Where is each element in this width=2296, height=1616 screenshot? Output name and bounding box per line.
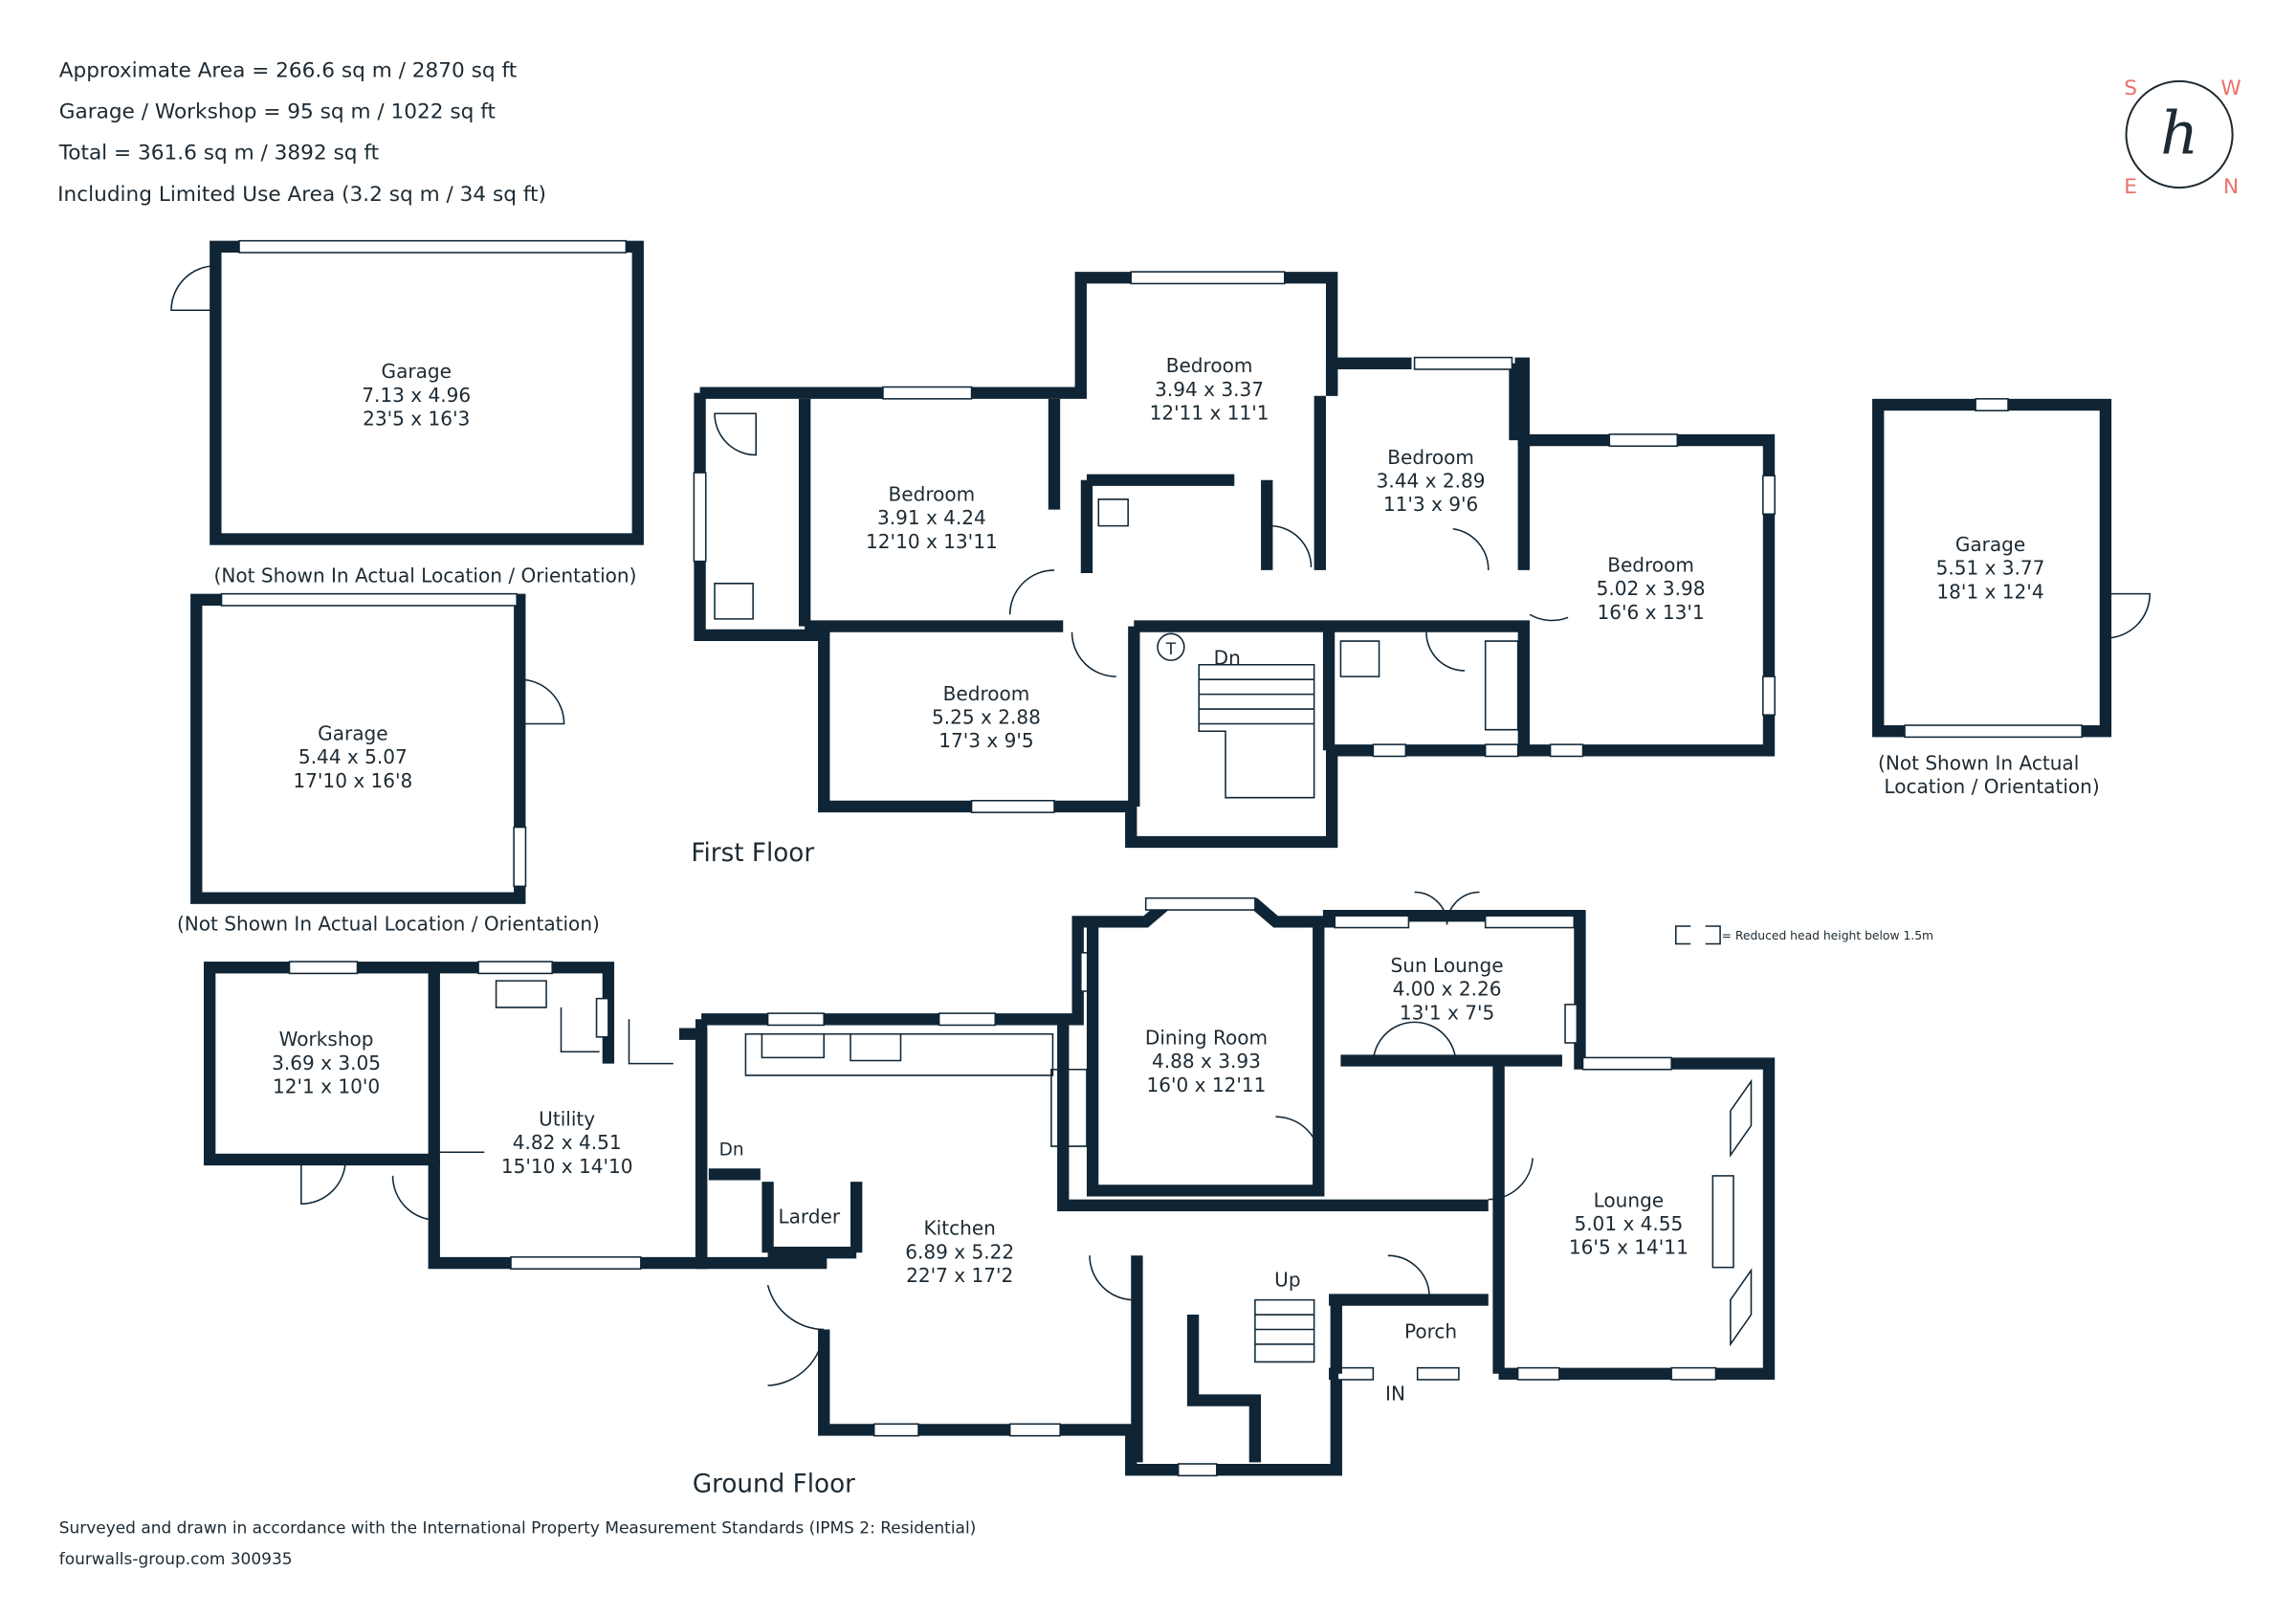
room-metric: 3.94 x 3.37 bbox=[1155, 378, 1264, 401]
room-metric: 5.02 x 3.98 bbox=[1597, 577, 1706, 600]
room-metric: 6.89 x 5.22 bbox=[905, 1240, 1014, 1263]
garage-2: Garage 5.44 x 5.07 17'10 x 16'8 (Not Sho… bbox=[177, 592, 600, 936]
larder-label: Larder bbox=[778, 1205, 840, 1228]
room-metric: 5.01 x 4.55 bbox=[1574, 1212, 1683, 1235]
room-name: Kitchen bbox=[924, 1217, 996, 1240]
area-line: Including Limited Use Area (3.2 sq m / 3… bbox=[57, 183, 546, 207]
outbuilding-workshop-utility: Workshop 3.69 x 3.05 12'1 x 10'0 Utility… bbox=[203, 961, 708, 1270]
room-imperial: 17'10 x 16'8 bbox=[293, 769, 412, 792]
room-metric: 5.44 x 5.07 bbox=[298, 745, 408, 768]
garage-3: Garage 5.51 x 3.77 18'1 x 12'4 (Not Show… bbox=[1872, 398, 2151, 798]
room-name: Garage bbox=[1955, 533, 2025, 556]
floor-title: Ground Floor bbox=[693, 1470, 855, 1498]
first-floor-plan: T Dn Bedroom 3.94 x 3.37 12'11 x 11'1 Be… bbox=[691, 271, 1776, 868]
garage-1: Garage 7.13 x 4.96 23'5 x 16'3 (Not Show… bbox=[170, 239, 644, 587]
room-name: Bedroom bbox=[889, 482, 976, 505]
area-line: Total = 361.6 sq m / 3892 sq ft bbox=[58, 142, 379, 166]
room-name: Dining Room bbox=[1145, 1027, 1268, 1050]
room-metric: 4.00 x 2.26 bbox=[1393, 978, 1502, 1001]
room-name: Garage bbox=[382, 360, 452, 383]
room-metric: 4.88 x 3.93 bbox=[1152, 1050, 1261, 1073]
compass-logo: h S W E N bbox=[2124, 77, 2241, 199]
ground-floor-plan: Dining Room 4.88 x 3.93 16'0 x 12'11 Sun… bbox=[693, 891, 1776, 1498]
tank-label: T bbox=[1165, 640, 1177, 659]
room-name: Garage bbox=[318, 721, 387, 744]
legend: = Reduced head height below 1.5m bbox=[1674, 925, 1933, 945]
location-note: (Not Shown In Actual Location / Orientat… bbox=[214, 564, 637, 587]
room-imperial: 17'3 x 9'5 bbox=[938, 729, 1033, 752]
room-metric: 4.82 x 4.51 bbox=[513, 1131, 622, 1154]
room-imperial: 13'1 x 7'5 bbox=[1400, 1001, 1494, 1024]
room-imperial: 16'6 x 13'1 bbox=[1597, 601, 1704, 624]
compass-e: E bbox=[2124, 175, 2137, 199]
location-note: Location / Orientation) bbox=[1884, 775, 2099, 798]
room-metric: 5.51 x 3.77 bbox=[1936, 557, 2045, 580]
floor-title: First Floor bbox=[691, 839, 814, 868]
standards-note: Surveyed and drawn in accordance with th… bbox=[59, 1519, 977, 1539]
room-imperial: 23'5 x 16'3 bbox=[363, 408, 470, 431]
room-metric: 5.25 x 2.88 bbox=[932, 705, 1041, 728]
room-name: Bedroom bbox=[1387, 446, 1474, 469]
logo-circle bbox=[2125, 79, 2234, 189]
room-metric: 7.13 x 4.96 bbox=[362, 384, 471, 407]
room-name: Sun Lounge bbox=[1391, 954, 1504, 977]
room-name: Bedroom bbox=[1166, 354, 1253, 377]
stairs-down-label: Dn bbox=[1214, 647, 1241, 670]
room-imperial: 15'10 x 14'10 bbox=[501, 1155, 633, 1178]
room-metric: 3.44 x 2.89 bbox=[1377, 469, 1486, 492]
reference: fourwalls-group.com 300935 bbox=[59, 1550, 293, 1569]
compass-s: S bbox=[2124, 77, 2137, 100]
room-metric: 3.69 x 3.05 bbox=[272, 1052, 381, 1074]
compass-n: N bbox=[2223, 175, 2239, 199]
room-name: Utility bbox=[539, 1107, 595, 1130]
room-imperial: 16'0 x 12'11 bbox=[1147, 1074, 1267, 1096]
location-note: (Not Shown In Actual Location / Orientat… bbox=[177, 913, 600, 936]
room-imperial: 12'11 x 11'1 bbox=[1150, 401, 1269, 424]
room-name: Workshop bbox=[279, 1028, 374, 1051]
stairs-up-label: Up bbox=[1274, 1269, 1300, 1292]
room-imperial: 16'5 x 14'11 bbox=[1569, 1236, 1689, 1259]
porch-label: Porch bbox=[1404, 1320, 1457, 1343]
area-summary: Approximate Area = 266.6 sq m / 2870 sq … bbox=[57, 58, 546, 207]
area-line: Garage / Workshop = 95 sq m / 1022 sq ft bbox=[59, 100, 496, 124]
entrance-label: IN bbox=[1385, 1383, 1405, 1406]
room-imperial: 18'1 x 12'4 bbox=[1936, 580, 2043, 603]
legend-text: = Reduced head height below 1.5m bbox=[1722, 929, 1933, 942]
room-name: Bedroom bbox=[943, 682, 1030, 705]
room-name: Bedroom bbox=[1607, 553, 1694, 576]
room-imperial: 12'1 x 10'0 bbox=[273, 1074, 380, 1097]
room-imperial: 12'10 x 13'11 bbox=[866, 530, 998, 553]
room-imperial: 11'3 x 9'6 bbox=[1383, 493, 1478, 516]
compass-w: W bbox=[2220, 77, 2241, 100]
room-metric: 3.91 x 4.24 bbox=[877, 506, 986, 529]
area-line: Approximate Area = 266.6 sq m / 2870 sq … bbox=[59, 58, 517, 82]
logo-letter: h bbox=[2160, 100, 2198, 168]
location-note: (Not Shown In Actual bbox=[1878, 751, 2079, 774]
room-imperial: 22'7 x 17'2 bbox=[906, 1264, 1013, 1287]
stairs-down-label: Dn bbox=[719, 1140, 744, 1160]
room-name: Lounge bbox=[1594, 1188, 1665, 1211]
